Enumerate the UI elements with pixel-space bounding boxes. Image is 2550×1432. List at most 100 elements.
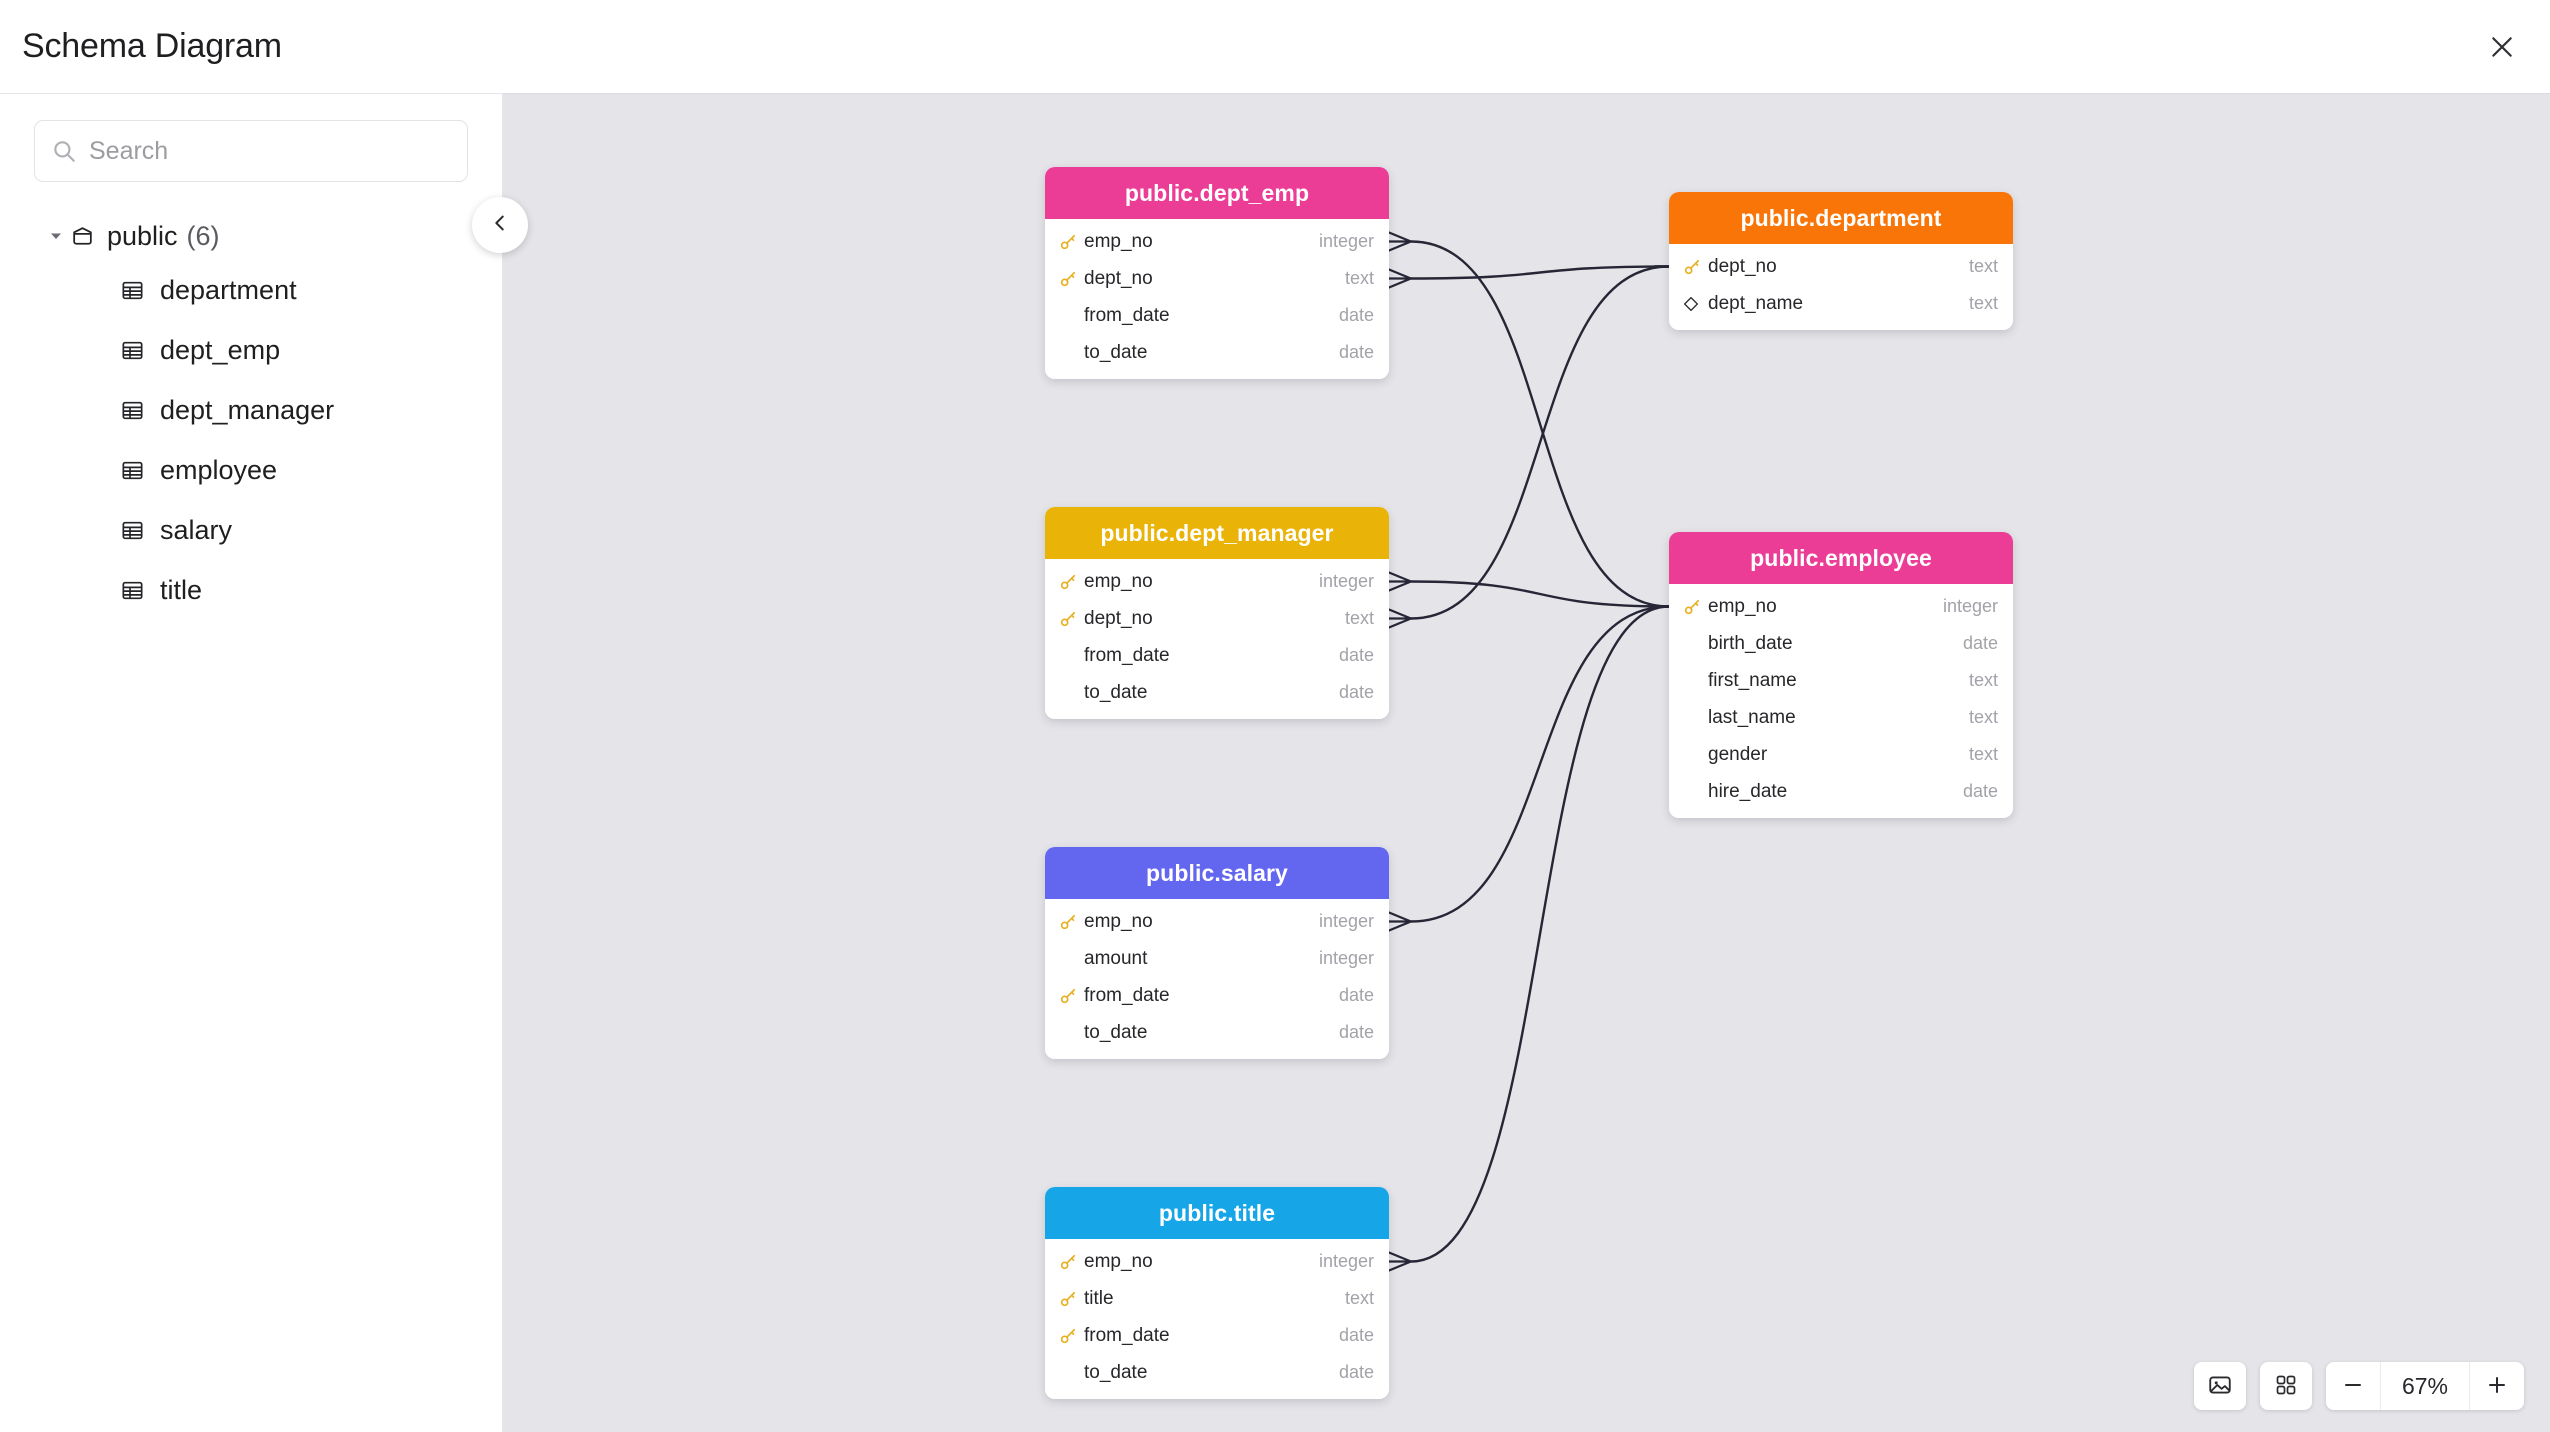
column-name: first_name [1708,669,1797,691]
column-type: integer [1318,948,1374,968]
column-type: text [1968,707,1998,727]
primary-key-icon [1058,912,1084,932]
crowsfoot-marker [1387,1251,1413,1272]
column-name: dept_no [1084,267,1153,289]
column-type: date [1338,1325,1374,1345]
column-name: to_date [1084,1021,1148,1043]
column-row[interactable]: last_name text [1669,699,2013,736]
auto-layout-button[interactable] [2260,1362,2312,1410]
sidebar-collapse-button[interactable] [472,197,528,253]
primary-key-icon [1058,1289,1084,1309]
column-type: text [1968,670,1998,690]
sidebar-item-salary[interactable]: salary [34,500,468,560]
column-type: date [1338,985,1374,1005]
export-image-button[interactable] [2194,1362,2246,1410]
column-name: birth_date [1708,632,1793,654]
search-input[interactable] [89,136,451,166]
column-row[interactable]: from_date date [1045,1317,1389,1354]
sidebar-item-label: dept_manager [160,394,335,425]
column-row[interactable]: from_date date [1045,977,1389,1014]
column-name: amount [1084,947,1148,969]
column-row[interactable]: emp_no integer [1669,588,2013,625]
primary-key-icon [1058,1252,1084,1272]
column-type: integer [1318,231,1374,251]
zoom-out-button[interactable] [2326,1362,2380,1410]
crowsfoot-marker [1387,608,1413,629]
primary-key-icon [1682,257,1708,277]
table-icon [120,518,145,543]
column-name: to_date [1084,341,1148,363]
schema-name: public [107,220,178,251]
table-node-header[interactable]: public.dept_emp [1045,167,1389,219]
column-name: last_name [1708,706,1796,728]
sidebar-item-dept_emp[interactable]: dept_emp [34,320,468,380]
sidebar-item-employee[interactable]: employee [34,440,468,500]
column-row[interactable]: amount integer [1045,940,1389,977]
column-row[interactable]: first_name text [1669,662,2013,699]
column-name: from_date [1084,1324,1170,1346]
column-row[interactable]: birth_date date [1669,625,2013,662]
sidebar-item-department[interactable]: department [34,260,468,320]
chevron-left-icon [489,212,511,239]
table-node-employee[interactable]: public.employee emp_no integer birth_date da… [1669,532,2013,818]
zoom-in-button[interactable] [2470,1362,2524,1410]
table-node-header[interactable]: public.title [1045,1187,1389,1239]
column-type: integer [1942,596,1998,616]
schema-tree: public (6) department dept_emp dept_manage… [34,212,468,620]
sidebar-item-dept_manager[interactable]: dept_manager [34,380,468,440]
crowsfoot-marker [1387,571,1413,592]
sidebar-item-label: department [160,274,297,305]
table-icon [120,458,145,483]
table-node-header[interactable]: public.department [1669,192,2013,244]
image-icon [2207,1372,2233,1401]
table-node-header[interactable]: public.salary [1045,847,1389,899]
tree-schema-public[interactable]: public (6) [34,212,468,260]
column-row[interactable]: dept_no text [1045,260,1389,297]
table-node-header[interactable]: public.employee [1669,532,2013,584]
diamond-icon [1682,295,1708,313]
body-area: public (6) department dept_emp dept_manage… [0,93,2550,1432]
column-name: from_date [1084,984,1170,1006]
caret-down-icon[interactable] [48,228,70,244]
column-name: emp_no [1708,595,1777,617]
column-type: date [1962,633,1998,653]
search-box[interactable] [34,120,468,182]
zoom-level-value[interactable]: 67% [2380,1362,2470,1410]
table-node-header[interactable]: public.dept_manager [1045,507,1389,559]
column-type: date [1338,682,1374,702]
column-type: text [1344,608,1374,628]
edge-dept_emp-to-employee [1410,240,1670,608]
column-type: text [1968,256,1998,276]
column-row[interactable]: to_date date [1045,674,1389,711]
column-type: text [1344,268,1374,288]
column-name: to_date [1084,681,1148,703]
sidebar-item-title[interactable]: title [34,560,468,620]
schema-table-count: (6) [186,220,220,251]
close-button[interactable] [2476,21,2528,73]
sidebar-item-label: employee [160,454,278,485]
sidebar-item-label: salary [160,514,233,545]
